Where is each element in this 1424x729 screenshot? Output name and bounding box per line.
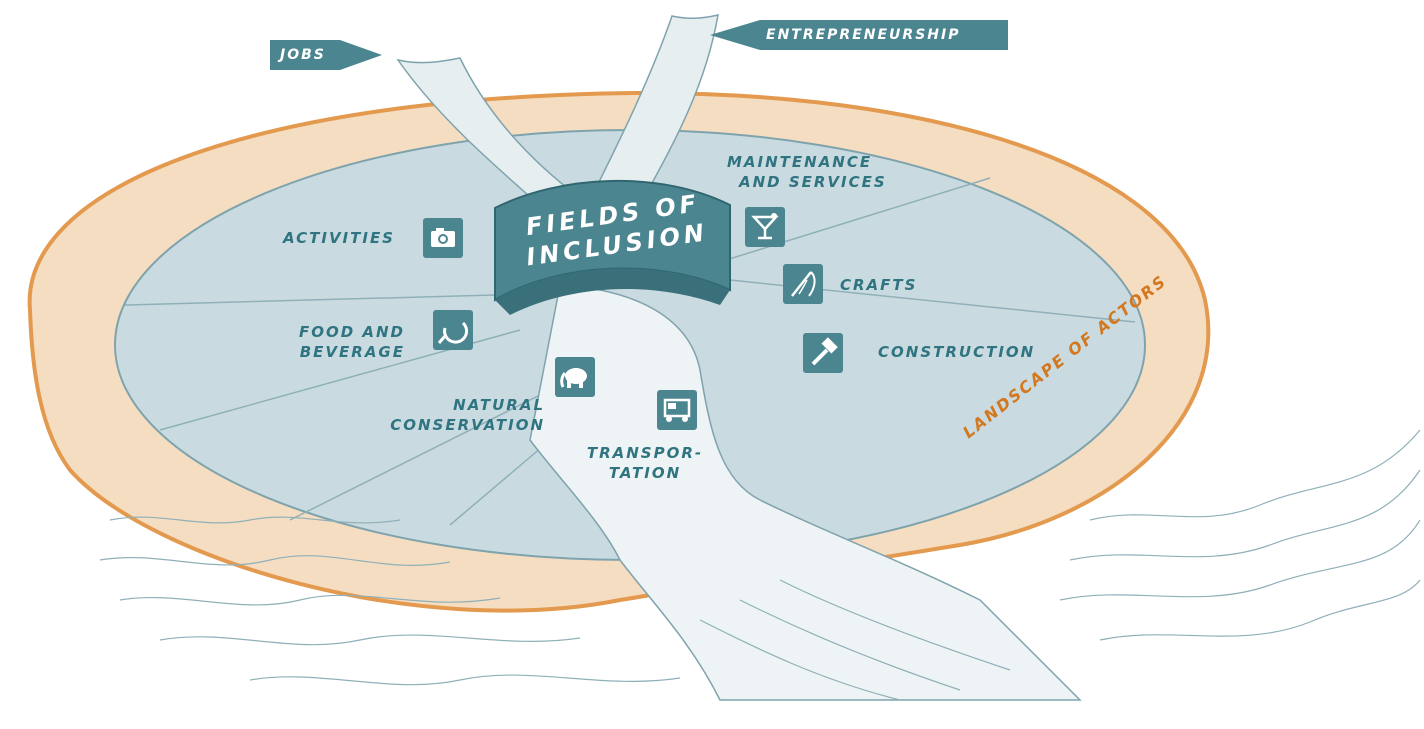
river-waves [99,429,1421,701]
transport-line1: Transpor- [586,444,704,462]
food-line1: Food and [298,323,405,341]
fields-of-inclusion-arch [494,180,731,315]
entrepreneurship-stream [588,14,719,206]
maintenance-services-label: Maintenance and services [727,152,887,192]
maintenance-line2: and services [739,173,887,191]
construction-label: Construction [878,343,1036,361]
natural-conservation-label: Natural conservation [380,395,545,435]
food-beverage-label: Food and beverage [255,322,405,362]
natural-line2: conservation [390,416,545,434]
maintenance-line1: Maintenance [727,153,873,171]
hammer-icon [803,333,843,373]
jobs-label: Jobs [280,47,326,63]
tuk-tuk-icon [657,390,697,430]
activities-label: Activities [282,229,395,247]
incoming-streams [396,14,719,211]
crafts-label: Crafts [840,276,918,294]
cocktail-icon [745,207,785,247]
transportation-label: Transpor- tation [580,443,710,483]
outflow-river [529,284,1082,701]
entrepreneurship-flag-shape [710,20,1008,50]
natural-line1: Natural [453,396,545,414]
entrepreneurship-label: Entrepreneurship [766,27,961,43]
food-line2: beverage [299,343,405,361]
camera-icon [423,218,463,258]
transport-line2: tation [608,464,682,482]
hat-icon [433,310,473,350]
elephant-icon [555,357,595,397]
needle-icon [783,264,823,304]
jobs-stream [396,57,593,211]
jobs-flag-shape [270,40,382,70]
